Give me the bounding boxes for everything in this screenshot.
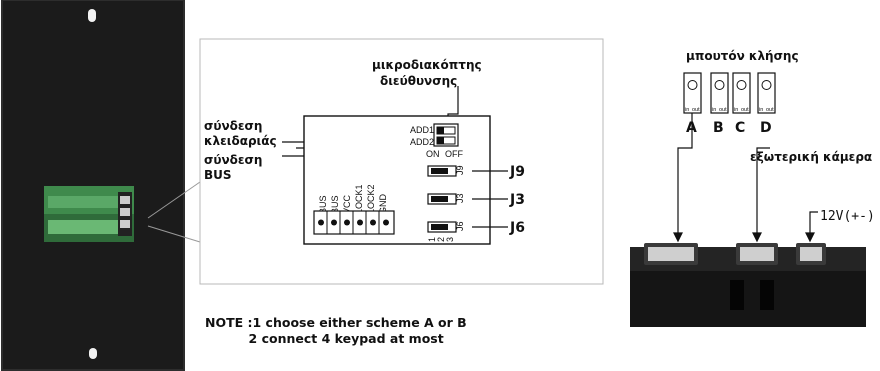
power-label: 12V(+-) [820, 209, 875, 224]
dip-switch-label-line1: μικροδιακόπτης [372, 58, 482, 72]
call-button-a: in out [683, 72, 702, 114]
jumper-j3: J3 J3 [427, 192, 525, 208]
call-button-d: in out [757, 72, 776, 114]
jumper-label-j9: J9 [509, 164, 525, 180]
panel-device-photo [1, 0, 185, 371]
wiring-diagram-left: μικροδιακόπτης διεύθυνσης σύνδεση κλειδα… [199, 38, 604, 285]
call-buttons-label: μπουτόν κλήσης [686, 49, 799, 63]
note-line-2: 2 connect 4 keypad at most [205, 331, 444, 346]
jumper-pin-2: 2 [436, 237, 446, 242]
device-back-photo [630, 243, 866, 327]
mounting-hole-bottom [89, 348, 97, 359]
dip-switch: ADD1 ADD2 ON OFF [410, 123, 463, 159]
note-line-1: NOTE :1 choose either scheme A or B [205, 315, 467, 330]
button-d-pin-in: in [759, 107, 763, 113]
jumper-label-j3: J3 [509, 192, 525, 208]
arrow-buttons [673, 113, 693, 243]
button-d-pin-out: out [766, 107, 774, 113]
dip-label-add1: ADD1 [410, 125, 434, 135]
bus-connection-label-line2: BUS [204, 168, 232, 182]
terminal-label-vcc: VCC [342, 194, 352, 214]
jumper-pin-1: 1 [427, 237, 437, 242]
lock-connection-label-line2: κλειδαριάς [204, 134, 277, 148]
terminal-label-lock1: LOCK1 [354, 184, 364, 214]
jumper-small-label-j3: J3 [455, 193, 465, 203]
jumper-j9: J9 J9 [427, 164, 525, 180]
terminal-label-bus-2: BUS [330, 195, 340, 214]
dip-switch-label-line2: διεύθυνσης [380, 74, 457, 88]
dip-label-on: ON [426, 149, 440, 159]
button-a-pin-in: in [685, 107, 689, 113]
jumper-small-label-j9: J9 [455, 165, 465, 175]
terminal-label-gnd: GND [378, 194, 388, 215]
terminal-label-bus-1: BUS [318, 195, 328, 214]
button-b-pin-in: in [712, 107, 716, 113]
wiring-diagram-right: μπουτόν κλήσης in out in out in out in o… [630, 49, 875, 327]
jumper-label-j6: J6 [509, 220, 525, 236]
jumper-j6: J6 J6 1 2 3 [427, 220, 525, 242]
button-c-pin-in: in [734, 107, 738, 113]
jumper-pin-3: 3 [445, 237, 455, 242]
terminal-label-lock2: LOCK2 [366, 184, 376, 214]
jumper-small-label-j6: J6 [455, 221, 465, 231]
button-label-d: D [760, 120, 772, 136]
button-a-pin-out: out [692, 107, 700, 113]
arrow-camera [752, 147, 770, 243]
camera-label: εξωτερική κάμερα [750, 150, 872, 164]
call-button-b: in out [710, 72, 729, 114]
terminal-board-photo [44, 186, 134, 242]
dip-label-off: OFF [445, 149, 463, 159]
button-c-pin-out: out [741, 107, 749, 113]
dip-label-add2: ADD2 [410, 137, 434, 147]
bus-connection-label-line1: σύνδεση [204, 153, 262, 167]
button-b-pin-out: out [719, 107, 727, 113]
lock-connection-label-line1: σύνδεση [204, 119, 262, 133]
arrow-power [805, 211, 818, 243]
button-label-c: C [735, 120, 745, 136]
terminal-block [313, 210, 395, 235]
note-text: NOTE :1 choose either scheme A or B 2 co… [205, 315, 467, 347]
mounting-hole-top [88, 9, 96, 22]
button-label-b: B [713, 120, 724, 136]
call-button-c: in out [732, 72, 751, 114]
